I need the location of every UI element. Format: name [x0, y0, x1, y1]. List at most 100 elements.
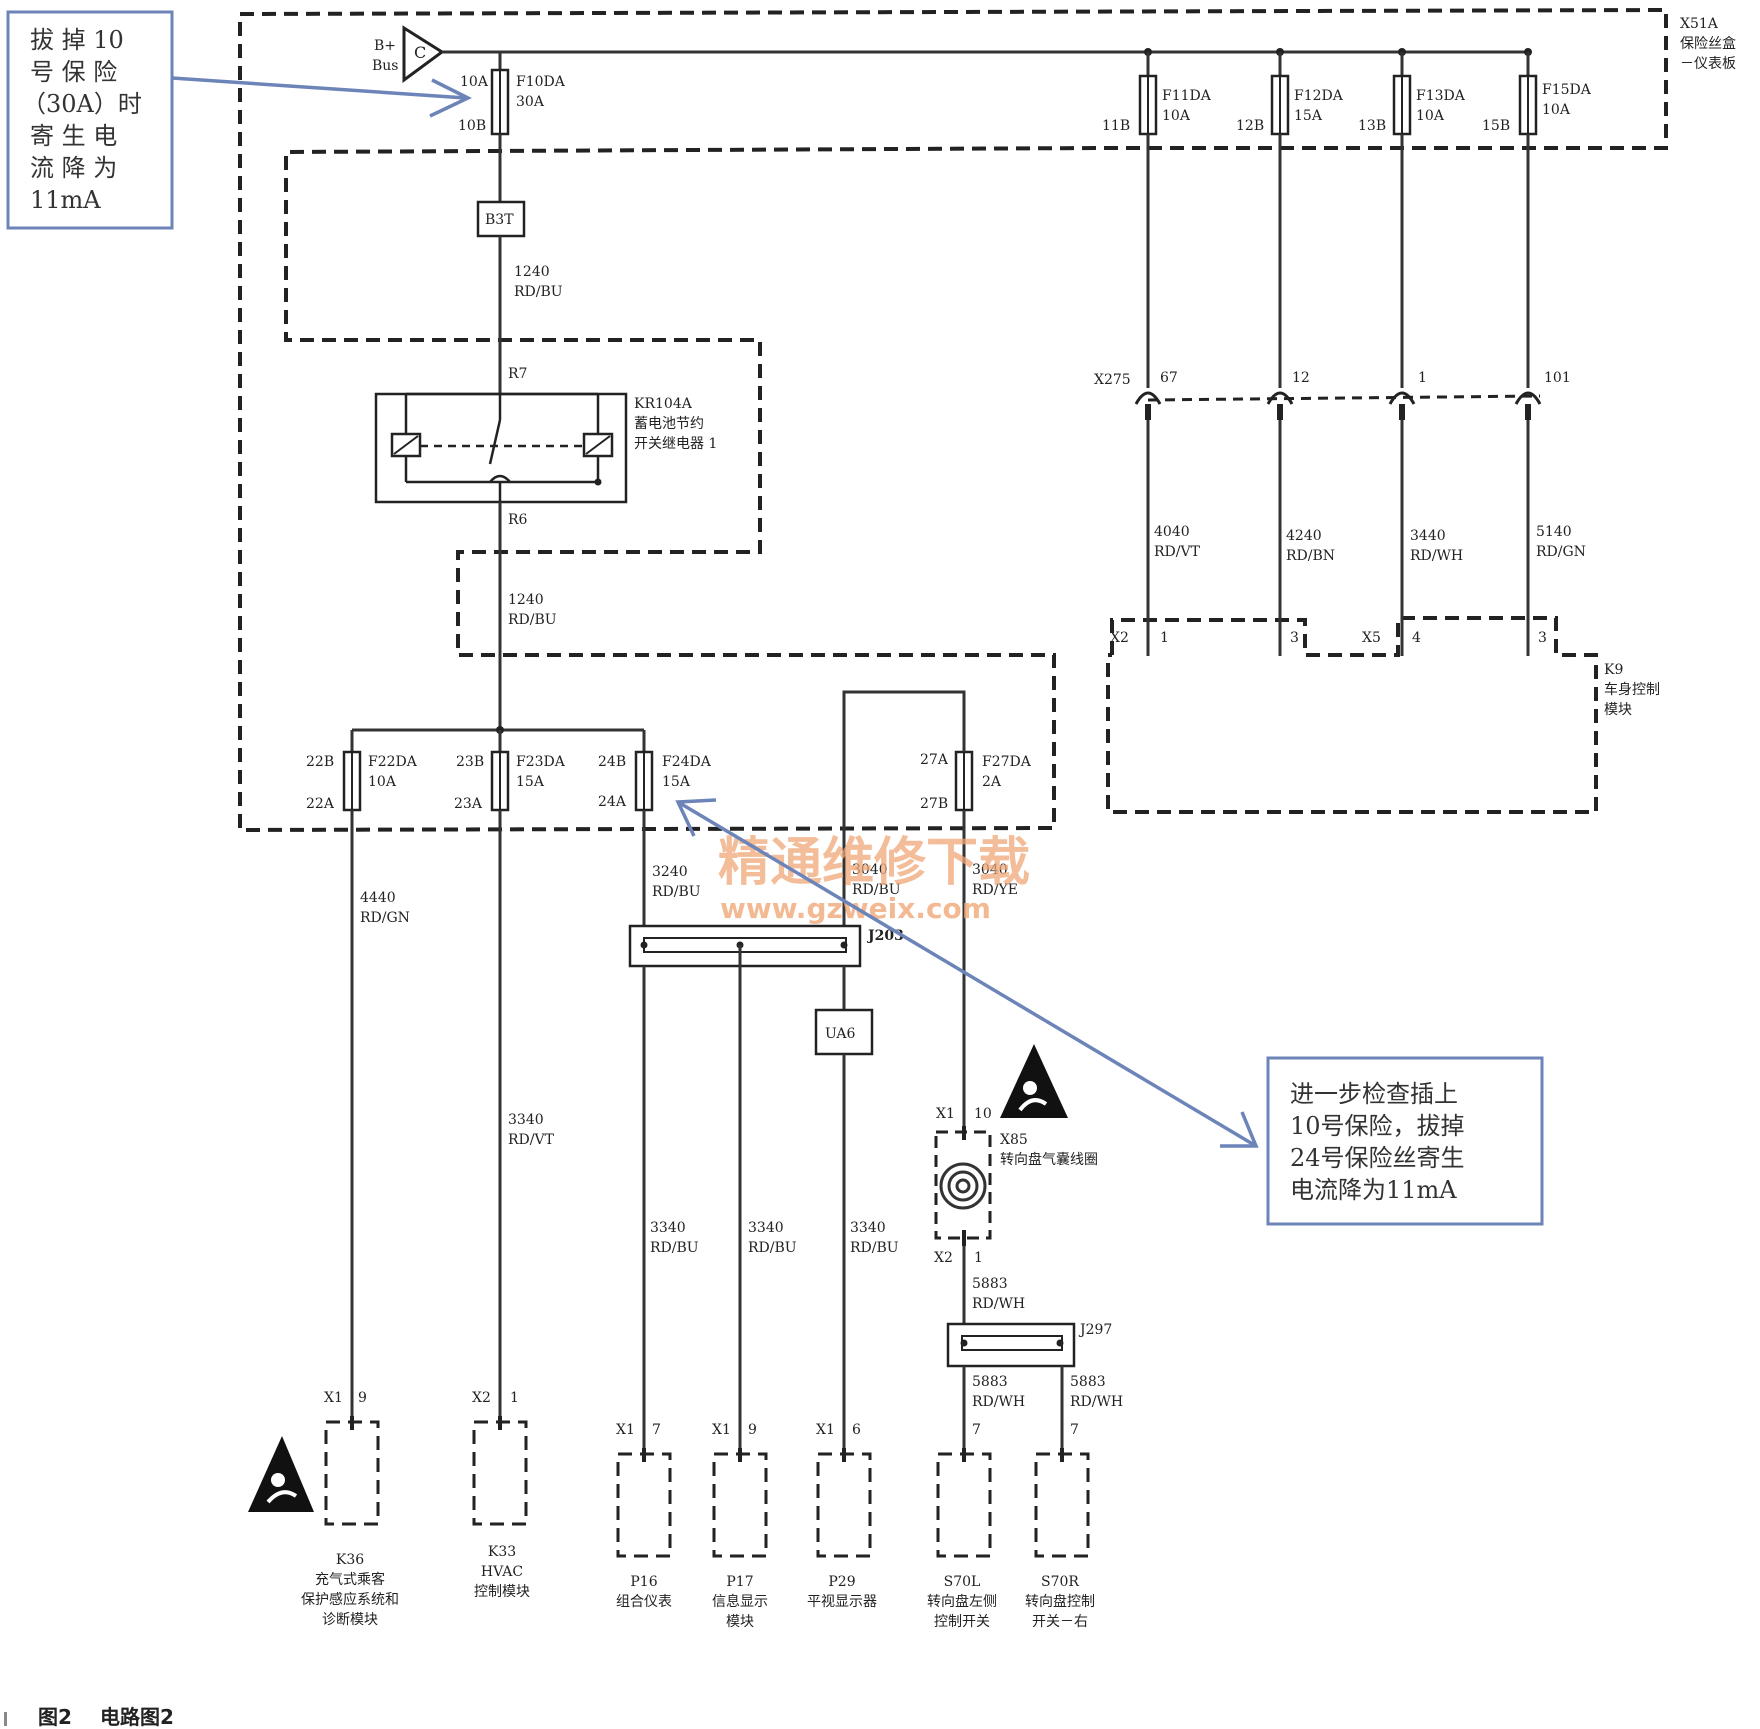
bcm-x5-label: X5	[1362, 630, 1381, 646]
k33-conn: X2	[472, 1390, 491, 1406]
w1240-top-color: RD/BU	[514, 284, 563, 300]
f24-pin-top: 24B	[598, 754, 626, 770]
x275-pin-1: 1	[1418, 370, 1427, 386]
p16-conn: X1	[616, 1422, 635, 1438]
w4440-num: 4440	[360, 890, 396, 906]
relay-pin-r7: R7	[508, 366, 527, 382]
f24-rating: 15A	[662, 774, 691, 790]
w4440-color: RD/GN	[360, 910, 410, 926]
w3040b-num: 3040	[972, 862, 1008, 878]
ua6-label: UA6	[825, 1026, 855, 1042]
f22-pin-top: 22B	[306, 754, 334, 770]
bus-c-label: C	[414, 43, 426, 62]
w1240-bottom-color: RD/BU	[508, 612, 557, 628]
splice-j203	[628, 924, 862, 968]
w5883c-num: 5883	[1070, 1374, 1106, 1390]
f13-name: F13DA	[1416, 88, 1466, 104]
w3340a-num: 3340	[650, 1220, 686, 1236]
w4040-num: 4040	[1154, 524, 1190, 540]
w1240-top-num: 1240	[514, 264, 550, 280]
bcm-x5-pin3: 3	[1538, 630, 1547, 646]
bcm-desc2: 模块	[1604, 702, 1632, 718]
bplus-label: B+	[374, 38, 396, 54]
p29-name: P29	[828, 1574, 855, 1590]
w4240-color: RD/BN	[1286, 548, 1335, 564]
s70r-pin: 7	[1070, 1422, 1079, 1438]
w5883c-color: RD/WH	[1070, 1394, 1123, 1410]
k33-pin: 1	[510, 1390, 519, 1406]
fuse-f24da	[634, 750, 654, 812]
module-k36	[324, 1416, 380, 1526]
w3340vt-color: RD/VT	[508, 1132, 555, 1148]
fuse-f23da	[490, 750, 510, 812]
k36-conn: X1	[324, 1390, 343, 1406]
w1240-bottom-num: 1240	[508, 592, 544, 608]
f15-rating: 10A	[1542, 102, 1571, 118]
bus-connector-c-icon	[402, 25, 445, 83]
f22-pin-bottom: 22A	[306, 796, 335, 812]
annotation-left-box	[6, 10, 174, 230]
note-right-line2: 10号保险，拔掉	[1290, 1112, 1465, 1140]
b3t-label: B3T	[485, 212, 514, 228]
f12-name: F12DA	[1294, 88, 1344, 104]
f10-name: F10DA	[516, 74, 566, 90]
f23-pin-bottom: 23A	[454, 796, 483, 812]
caption-marker	[4, 1712, 7, 1726]
f11-rating: 10A	[1162, 108, 1191, 124]
relay-desc1: 蓄电池节约	[634, 416, 704, 432]
bcm-feed-wires	[1146, 134, 1530, 388]
j203-label: J203	[866, 928, 904, 944]
f23-name: F23DA	[516, 754, 566, 770]
p17-pin: 9	[748, 1422, 757, 1438]
s70r-desc2: 开关－右	[1032, 1614, 1088, 1630]
f24-pin-bottom: 24A	[598, 794, 627, 810]
fuse-box-id: X51A	[1680, 16, 1719, 32]
module-k33	[472, 1416, 528, 1526]
x85-x1-pin: 10	[974, 1106, 992, 1122]
w3340b-num: 3340	[748, 1220, 784, 1236]
note-left-line6: 11mA	[30, 186, 101, 214]
w5883a-num: 5883	[972, 1276, 1008, 1292]
s70l-desc1: 转向盘左侧	[927, 1593, 997, 1610]
f22-rating: 10A	[368, 774, 397, 790]
w3040b-color: RD/YE	[972, 882, 1018, 898]
w4040-color: RD/VT	[1154, 544, 1201, 560]
fuse-f13da	[1392, 74, 1412, 136]
bcm-x2-label: X2	[1110, 630, 1129, 646]
annotation-right-arrow	[675, 798, 1259, 1148]
s70r-desc1: 转向盘控制	[1025, 1593, 1095, 1610]
bcm-x2-pin1: 1	[1160, 630, 1169, 646]
annotation-left-arrow	[171, 76, 472, 118]
s70l-name: S70L	[944, 1574, 981, 1590]
fuse-box-name: 保险丝盒	[1680, 35, 1736, 52]
w5883b-color: RD/WH	[972, 1394, 1025, 1410]
splice-j297	[946, 1322, 1076, 1368]
note-left-line4: 寄 生 电	[30, 122, 117, 150]
w5140-num: 5140	[1536, 524, 1572, 540]
k36-name: K36	[336, 1552, 364, 1568]
module-p17	[712, 1448, 768, 1558]
k36-desc3: 诊断模块	[322, 1612, 378, 1628]
w3240-num: 3240	[652, 864, 688, 880]
f12-rating: 15A	[1294, 108, 1323, 124]
k36-pin: 9	[358, 1390, 367, 1406]
bcm-x2-pin3: 3	[1290, 630, 1299, 646]
fuse-box-outline	[238, 7, 1668, 833]
note-left-line5: 流 降 为	[30, 154, 117, 182]
w5883a-color: RD/WH	[972, 1296, 1025, 1312]
k33-desc1: HVAC	[481, 1564, 523, 1580]
bcm-x5-pin4: 4	[1412, 630, 1421, 646]
f22-name: F22DA	[368, 754, 418, 770]
fuse-f11da	[1138, 74, 1158, 136]
watermark-cn: 精通维修下载	[718, 832, 1030, 893]
w3340vt-num: 3340	[508, 1112, 544, 1128]
w3040a-num: 3040	[852, 862, 888, 878]
s70l-pin: 7	[972, 1422, 981, 1438]
p29-pin: 6	[852, 1422, 861, 1438]
f27-rating: 2A	[982, 774, 1002, 790]
annotation-right-box	[1266, 1056, 1544, 1226]
clock-spring-icon	[934, 1126, 992, 1246]
w3040a-color: RD/BU	[852, 882, 901, 898]
fuse-box-location: －仪表板	[1680, 56, 1736, 72]
